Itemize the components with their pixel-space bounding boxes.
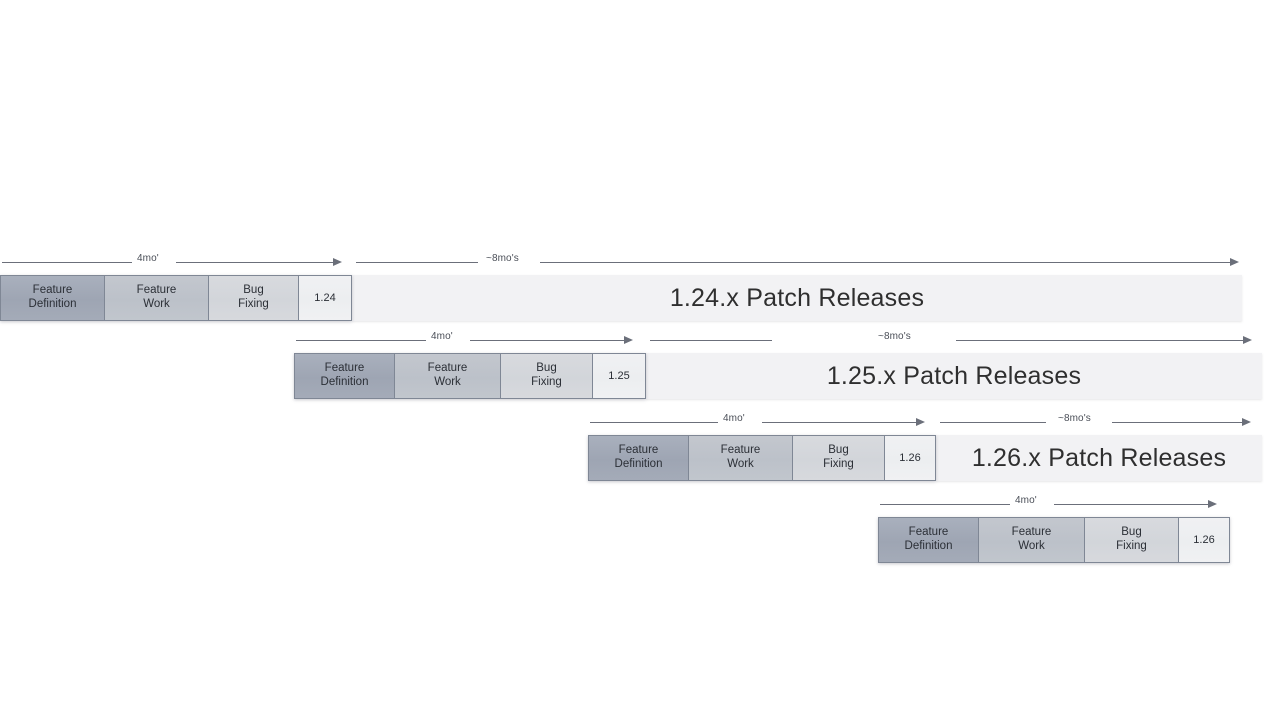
dimension-label-dev: 4mo': [1015, 495, 1037, 506]
phase-label-line1: Feature: [427, 362, 468, 375]
dimension-segment-right: [956, 340, 1244, 341]
patch-release-label: 1.26.x Patch Releases: [971, 443, 1227, 472]
dimension-line-dev: 4mo': [878, 495, 1230, 515]
phase-block-strip: Feature Definition Feature Work Bug Fixi…: [0, 275, 352, 321]
phase-bug-fixing: Bug Fixing: [500, 353, 592, 399]
phase-label-line1: Feature: [1011, 526, 1052, 539]
release-train-row: 1.26.x Patch Releases Feature Definition…: [588, 435, 1262, 481]
dimension-line-patch: ~8mo's: [646, 331, 1262, 351]
dimension-line-dev: 4mo': [0, 253, 352, 273]
arrowhead-icon: [333, 257, 342, 266]
dimension-segment-right: [1054, 504, 1212, 505]
phase-label-line2: Fixing: [823, 458, 854, 470]
dimension-segment-left: [2, 262, 132, 263]
phase-label-line1: Feature: [908, 526, 949, 539]
phase-feature-definition: Feature Definition: [588, 435, 688, 481]
dimension-line-dev: 4mo': [588, 413, 936, 433]
patch-release-bar: 1.26.x Patch Releases: [936, 435, 1262, 481]
phase-label-line2: Work: [434, 376, 461, 388]
phase-label-line2: Work: [1018, 540, 1045, 552]
phase-feature-definition: Feature Definition: [878, 517, 978, 563]
version-release-box: 1.25: [592, 353, 646, 399]
version-label: 1.24: [314, 291, 336, 304]
release-train-row: 1.25.x Patch Releases Feature Definition…: [294, 353, 1262, 399]
phase-feature-definition: Feature Definition: [0, 275, 104, 321]
version-label: 1.26: [1193, 533, 1215, 546]
phase-label-line2: Work: [727, 458, 754, 470]
dimension-segment-right: [470, 340, 630, 341]
release-train-row: Feature Definition Feature Work Bug Fixi…: [878, 517, 1230, 563]
phase-block-strip: Feature Definition Feature Work Bug Fixi…: [588, 435, 936, 481]
phase-label-line1: Feature: [324, 362, 365, 375]
dimension-segment-left: [356, 262, 478, 263]
dimension-segment-left: [590, 422, 718, 423]
dimension-segment-left: [650, 340, 772, 341]
phase-block-strip: Feature Definition Feature Work Bug Fixi…: [878, 517, 1230, 563]
phase-label-line2: Fixing: [531, 376, 562, 388]
version-release-box: 1.24: [298, 275, 352, 321]
dimension-segment-right: [540, 262, 1232, 263]
dimension-segment-right: [176, 262, 336, 263]
release-train-row: 1.24.x Patch Releases Feature Definition…: [0, 275, 1242, 321]
dimension-segment-left: [880, 504, 1010, 505]
dimension-segment-right: [1112, 422, 1244, 423]
dimension-segment-left: [296, 340, 426, 341]
phase-bug-fixing: Bug Fixing: [792, 435, 884, 481]
phase-label-line1: Feature: [720, 444, 761, 457]
patch-release-bar: 1.25.x Patch Releases: [646, 353, 1262, 399]
arrowhead-icon: [1243, 335, 1252, 344]
phase-feature-work: Feature Work: [104, 275, 208, 321]
version-label: 1.26: [899, 451, 921, 464]
dimension-label-dev: 4mo': [723, 413, 745, 424]
phase-label-line1: Bug: [243, 284, 264, 297]
dimension-segment-right: [762, 422, 920, 423]
arrowhead-icon: [1230, 257, 1239, 266]
phase-feature-work: Feature Work: [394, 353, 500, 399]
patch-release-bar: 1.24.x Patch Releases: [352, 275, 1242, 321]
phase-label-line1: Feature: [136, 284, 177, 297]
phase-label-line1: Feature: [618, 444, 659, 457]
phase-label-line2: Fixing: [238, 298, 269, 310]
dimension-line-dev: 4mo': [294, 331, 646, 351]
arrowhead-icon: [624, 335, 633, 344]
phase-label-line2: Definition: [904, 540, 953, 552]
arrowhead-icon: [1208, 499, 1217, 508]
dimension-label-patch: ~8mo's: [1058, 413, 1091, 424]
version-release-box: 1.26: [1178, 517, 1230, 563]
phase-bug-fixing: Bug Fixing: [208, 275, 298, 321]
phase-block-strip: Feature Definition Feature Work Bug Fixi…: [294, 353, 646, 399]
version-release-box: 1.26: [884, 435, 936, 481]
patch-release-label: 1.24.x Patch Releases: [669, 283, 925, 312]
phase-label-line1: Bug: [828, 444, 849, 457]
phase-feature-work: Feature Work: [978, 517, 1084, 563]
patch-release-label: 1.25.x Patch Releases: [826, 361, 1082, 390]
phase-label-line2: Definition: [320, 376, 369, 388]
dimension-line-patch: ~8mo's: [936, 413, 1262, 433]
dimension-segment-left: [940, 422, 1046, 423]
phase-label-line1: Bug: [536, 362, 557, 375]
dimension-label-patch: ~8mo's: [486, 253, 519, 264]
phase-label-line2: Definition: [614, 458, 663, 470]
phase-bug-fixing: Bug Fixing: [1084, 517, 1178, 563]
phase-feature-work: Feature Work: [688, 435, 792, 481]
dimension-label-patch: ~8mo's: [878, 331, 911, 342]
arrowhead-icon: [1242, 417, 1251, 426]
phase-label-line1: Bug: [1121, 526, 1142, 539]
phase-label-line1: Feature: [32, 284, 73, 297]
phase-label-line2: Work: [143, 298, 170, 310]
arrowhead-icon: [916, 417, 925, 426]
phase-label-line2: Fixing: [1116, 540, 1147, 552]
version-label: 1.25: [608, 369, 630, 382]
phase-label-line2: Definition: [28, 298, 77, 310]
dimension-line-patch: ~8mo's: [352, 253, 1242, 273]
phase-feature-definition: Feature Definition: [294, 353, 394, 399]
dimension-label-dev: 4mo': [431, 331, 453, 342]
dimension-label-dev: 4mo': [137, 253, 159, 264]
